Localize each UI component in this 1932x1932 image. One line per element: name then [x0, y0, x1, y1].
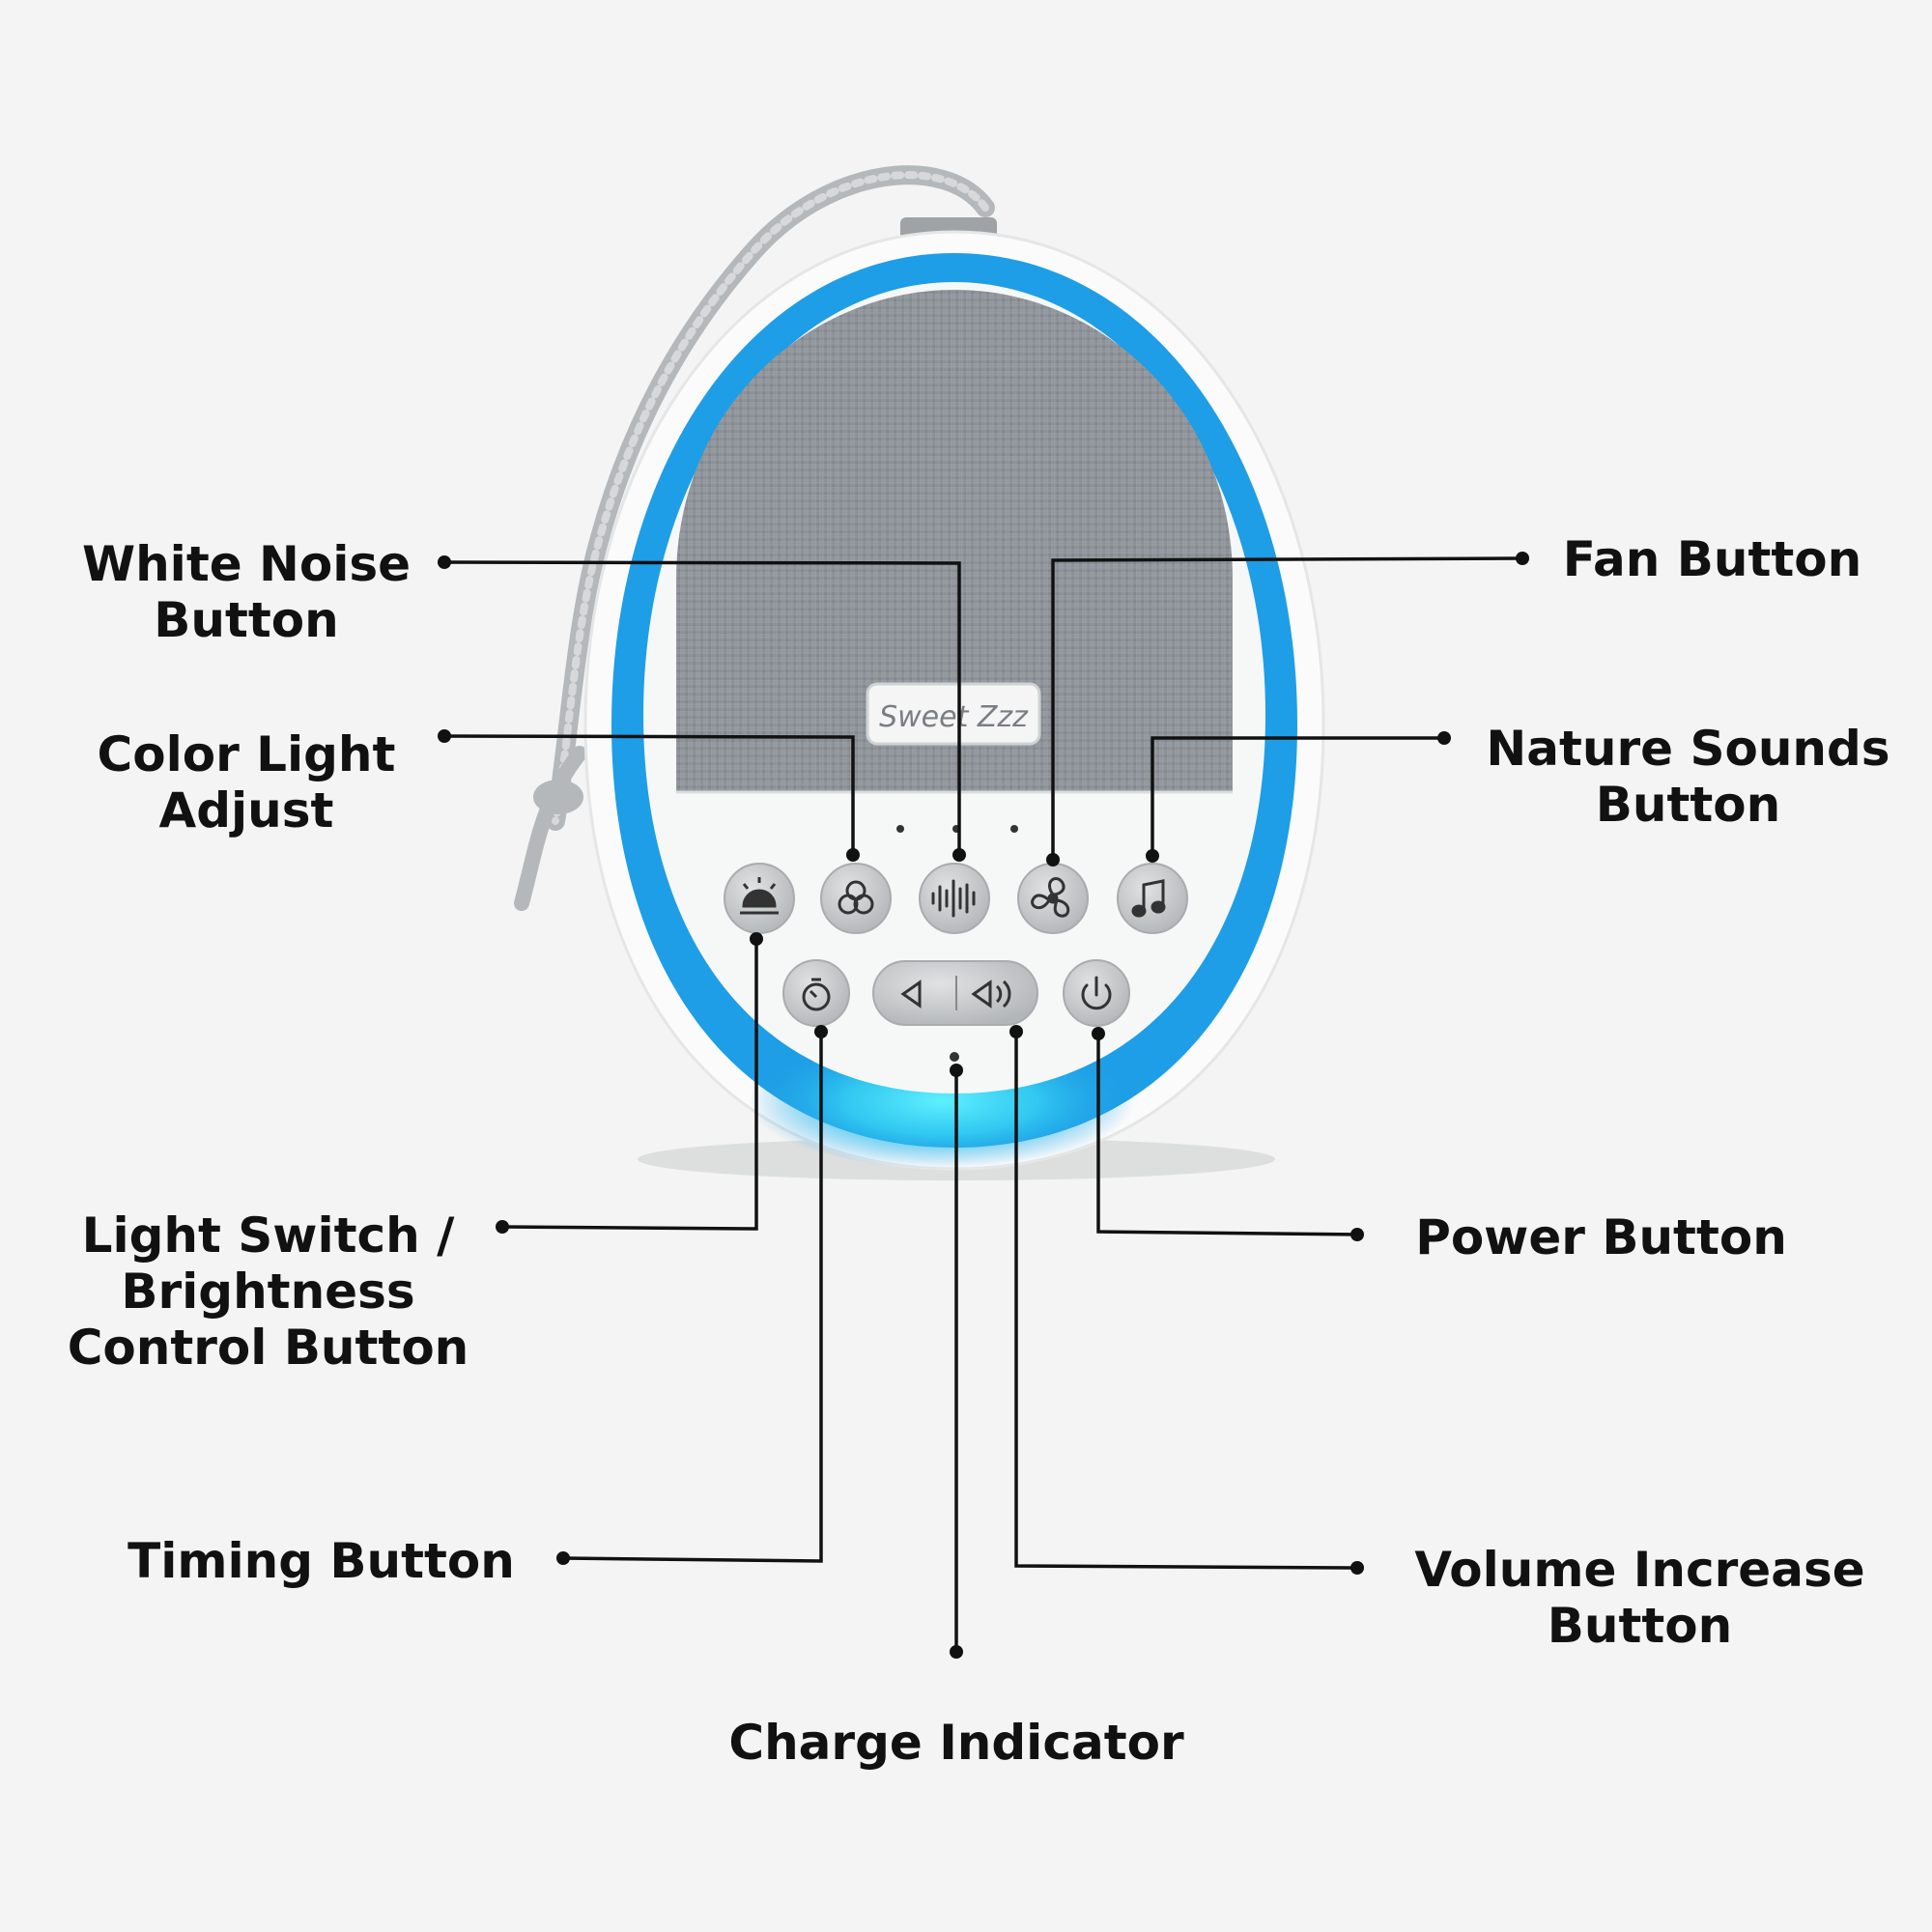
- label-color-light: Color Light Adjust: [97, 726, 396, 838]
- timing-button[interactable]: [782, 959, 850, 1027]
- leader-nature: [1151, 736, 1444, 856]
- white-noise-button[interactable]: [919, 863, 990, 934]
- fan-icon: [1031, 877, 1070, 918]
- sun-icon: [740, 877, 779, 915]
- leader-fan: [1051, 556, 1523, 860]
- label-volume-up: Volume Increase Button: [1414, 1542, 1865, 1654]
- volume-rocker[interactable]: [872, 960, 1038, 1026]
- label-nature: Nature Sounds Button: [1486, 721, 1890, 833]
- leader-lines: [443, 556, 1523, 1652]
- leader-color-light: [443, 734, 855, 855]
- nature-sounds-button[interactable]: [1117, 863, 1188, 934]
- label-light-switch: Light Switch / Brightness Control Button: [67, 1208, 469, 1376]
- leader-power: [1096, 1034, 1358, 1236]
- sun-icon-button[interactable]: [724, 863, 795, 934]
- power-icon: [1081, 976, 1112, 1010]
- label-charge: Charge Indicator: [728, 1715, 1184, 1771]
- leader-volume-up: [1014, 1032, 1358, 1570]
- label-white-noise: White Noise Button: [81, 536, 412, 648]
- leader-light-switch: [501, 939, 758, 1231]
- timer-icon: [802, 978, 831, 1011]
- label-fan: Fan Button: [1562, 531, 1862, 587]
- brand-badge: Sweet Zzz: [866, 682, 1041, 746]
- leader-dots: [438, 552, 1529, 1659]
- color-circles-icon: [838, 880, 874, 915]
- lanyard-strap: [514, 165, 997, 911]
- label-timing: Timing Button: [128, 1533, 515, 1589]
- brand-logo-text: Sweet Zzz: [879, 700, 1029, 734]
- label-power: Power Button: [1415, 1209, 1787, 1265]
- power-button[interactable]: [1063, 959, 1130, 1027]
- speaker-grille: [676, 290, 1233, 792]
- color-light-button[interactable]: [820, 863, 892, 934]
- volume-up-icon: [971, 980, 1011, 1009]
- leader-white-noise: [443, 560, 961, 855]
- music-note-icon: [1131, 879, 1166, 918]
- fan-button[interactable]: [1017, 863, 1089, 934]
- waveform-icon: [931, 879, 976, 918]
- leader-timing: [562, 1032, 823, 1563]
- volume-down-icon: [900, 980, 922, 1009]
